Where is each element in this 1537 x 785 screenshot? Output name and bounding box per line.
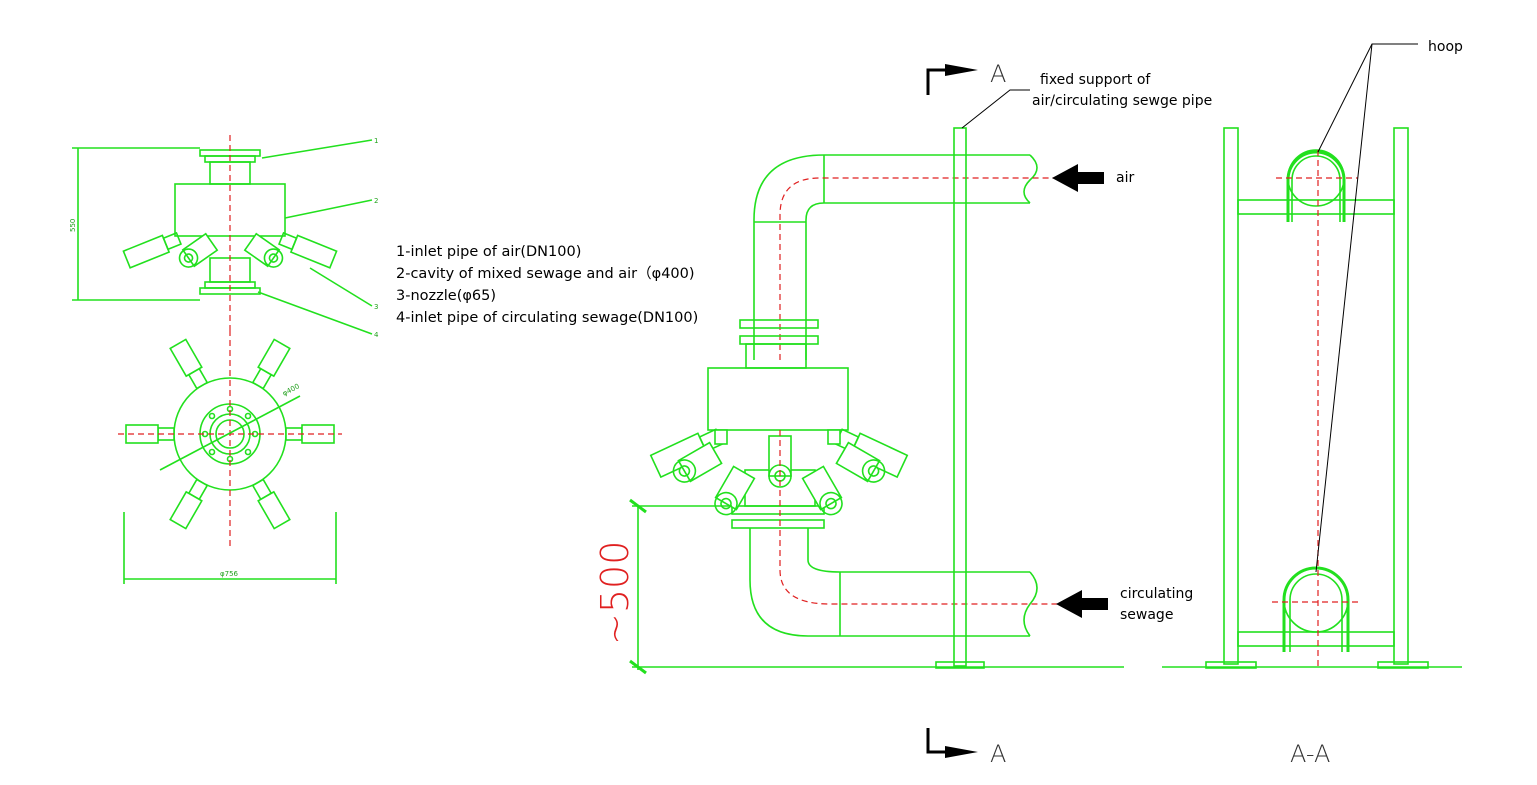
dim-550: 550 — [69, 219, 77, 232]
legend-item-4: 4-inlet pipe of circulating sewage(DN100… — [396, 310, 698, 326]
small-plan-view: φ400 φ756 — [118, 330, 342, 584]
section-title: A-A — [1290, 740, 1330, 768]
callout-3: 3 — [374, 303, 378, 311]
section-mark-bottom-label: A — [990, 740, 1006, 768]
main-elevation-view: A A air — [593, 60, 1212, 768]
legend-item-2: 2-cavity of mixed sewage and air（φ400) — [396, 265, 695, 282]
support-label-line2: air/circulating sewge pipe — [1032, 93, 1212, 109]
legend: 1-inlet pipe of air(DN100) 2-cavity of m… — [396, 244, 698, 326]
callout-4: 4 — [374, 331, 379, 339]
legend-item-1: 1-inlet pipe of air(DN100) — [396, 244, 581, 260]
air-label: air — [1116, 170, 1134, 186]
callout-2: 2 — [374, 197, 378, 205]
dim-500: ~500 — [593, 541, 637, 645]
sewage-label-line1: circulating — [1120, 586, 1193, 602]
section-a-a-view: hoop A-A — [1162, 39, 1463, 768]
legend-item-3: 3-nozzle(φ65) — [396, 288, 496, 304]
sewage-label-line2: sewage — [1120, 607, 1173, 623]
dim-phi756: φ756 — [220, 570, 239, 578]
dim-phi400: φ400 — [281, 382, 301, 398]
support-label-line1: fixed support of — [1040, 72, 1151, 88]
hoop-label: hoop — [1428, 39, 1463, 55]
section-mark-top-label: A — [990, 60, 1006, 88]
callout-1: 1 — [374, 137, 378, 145]
small-elevation-view: 550 1 2 3 4 — [69, 135, 379, 339]
